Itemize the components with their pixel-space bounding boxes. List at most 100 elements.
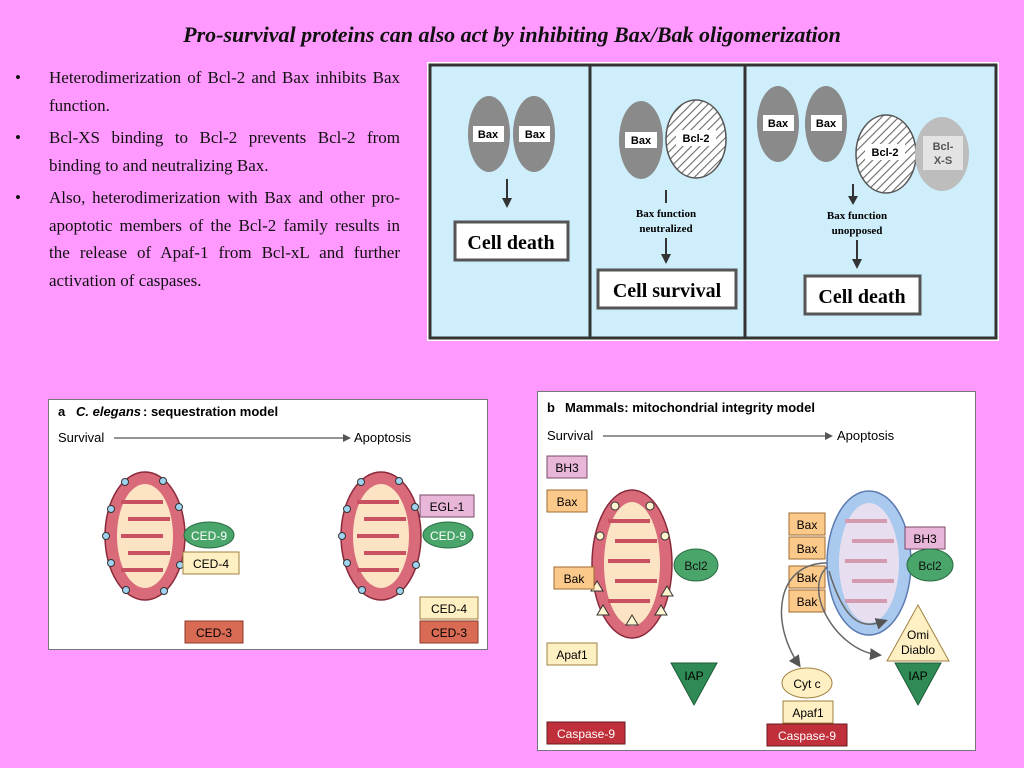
bax-label: Bax [797, 542, 818, 556]
ced9-label: CED-9 [191, 529, 227, 543]
bullet-text: Also, heterodimerization with Bax and ot… [49, 188, 400, 290]
ced4-box [419, 596, 479, 620]
caspase9-box [766, 723, 848, 747]
apoptosis-label: Apoptosis [837, 428, 895, 443]
release-arrow [817, 566, 882, 661]
bax-label: Bax [525, 129, 546, 141]
organism-name: C. elegans [76, 404, 141, 419]
panel-letter: b [547, 400, 555, 415]
model-name: : sequestration model [143, 404, 278, 419]
survival-label: Survival [547, 428, 593, 443]
bax-box [788, 536, 826, 560]
bullet-text: Heterodimerization of Bcl-2 and Bax inhi… [49, 68, 400, 115]
mammals-figure: b Mammals: mitochondrial integrity model… [537, 391, 976, 751]
bullet-text: Bcl-XS binding to Bcl-2 prevents Bcl-2 f… [49, 128, 400, 175]
mitochondrion-left [590, 489, 674, 639]
ced4-label: CED-4 [193, 557, 229, 571]
bak-label: Bak [797, 595, 819, 609]
release-arrow [780, 562, 828, 668]
bax-label: Bax [768, 118, 789, 130]
slide-title: Pro-survival proteins can also act by in… [183, 22, 841, 47]
bak-box [788, 589, 826, 613]
caspase9-label: Caspase-9 [557, 727, 615, 741]
protein-label-box [865, 144, 905, 160]
bclxs-label: X-S [934, 155, 952, 167]
outcome-cell-death: Cell death [467, 232, 554, 254]
bclxs-label: Bcl- [933, 141, 954, 153]
panel-1: Bax Bax Cell death [453, 96, 570, 262]
panel-3: Bax Bax Bcl-2 Bcl- X-S Bax function unop… [757, 86, 969, 316]
cytc-label: Cyt c [793, 677, 820, 691]
axis-arrow-head [343, 434, 351, 442]
c-elegans-figure: a C. elegans : sequestration model Survi… [48, 399, 488, 650]
bcl2-shape [906, 548, 954, 582]
bcl2-label: Bcl2 [684, 559, 708, 573]
iap-shape [894, 662, 942, 707]
arrow-head [661, 254, 671, 264]
arrow-head [848, 196, 858, 205]
cytc-shape [781, 667, 833, 699]
bak-box [553, 566, 595, 590]
apaf1-label: Apaf1 [792, 706, 824, 720]
ced3-box [184, 620, 244, 644]
note-line: neutralized [639, 223, 692, 235]
bak-label: Bak [564, 572, 586, 586]
panel-letter: a [58, 404, 66, 419]
outcome-box [453, 220, 570, 262]
ced3-label: CED-3 [196, 626, 232, 640]
axis-arrow-head [825, 432, 833, 440]
note-line: Bax function [636, 208, 696, 220]
bh3-label: BH3 [555, 461, 579, 475]
bax-label: Bax [797, 518, 818, 532]
ced9-shape [183, 521, 235, 549]
protein-label-box [811, 115, 842, 131]
bullet-item: • Also, heterodimerization with Bax and o… [14, 184, 400, 294]
outcome-cell-death: Cell death [818, 286, 905, 308]
model-name: Mammals: mitochondrial integrity model [565, 400, 815, 415]
protein-label-box [676, 130, 716, 146]
diablo-label: Diablo [901, 643, 935, 657]
omi-label: Omi [907, 628, 929, 642]
bullet-icon: • [15, 188, 21, 207]
bcl2-shape [673, 548, 719, 582]
bak-label: Bak [797, 571, 819, 585]
bax-bcl2-figure: Bax Bax Cell death Bax Bcl-2 Bax functio… [427, 62, 999, 341]
bax-label: Bax [631, 135, 652, 147]
outcome-box [803, 274, 922, 316]
arrow-head [852, 259, 862, 269]
bcl2-label: Bcl2 [918, 559, 942, 573]
ced9-label: CED-9 [430, 529, 466, 543]
apaf1-label: Apaf1 [556, 648, 588, 662]
bh3-box [546, 455, 588, 479]
outcome-box [596, 268, 738, 310]
iap-shape [670, 662, 718, 707]
bullet-icon: • [15, 68, 21, 87]
bh3-label: BH3 [913, 532, 937, 546]
ced9-shape [422, 521, 474, 549]
protein-label-box [473, 126, 504, 142]
apaf1-box [782, 700, 834, 724]
ced4-box [182, 551, 240, 575]
egl1-label: EGL-1 [430, 500, 465, 514]
bax-label: Bax [478, 129, 499, 141]
note-line: unopposed [832, 225, 883, 237]
omi-diablo-shape [886, 603, 950, 662]
bullet-icon: • [15, 128, 21, 147]
bax-box [546, 489, 588, 513]
bullet-item: • Bcl-XS binding to Bcl-2 prevents Bcl-2 … [14, 124, 400, 179]
apaf1-box [546, 642, 598, 666]
apoptosis-label: Apoptosis [354, 430, 412, 445]
bcl2-label: Bcl-2 [872, 147, 899, 159]
bax-box [788, 512, 826, 536]
protein-label-box [625, 132, 657, 148]
protein-label-box [519, 126, 550, 142]
ced3-box [419, 620, 479, 644]
panel-2: Bax Bcl-2 Bax function neutralized Cell … [596, 99, 738, 310]
mitochondrion-right-blue [826, 490, 912, 636]
bullet-item: • Heterodimerization of Bcl-2 and Bax inh… [14, 64, 400, 119]
survival-label: Survival [58, 430, 104, 445]
note-line: Bax function [827, 210, 887, 222]
arrow-head [502, 198, 512, 208]
mitochondrion-right [338, 471, 422, 601]
protein-label-box [763, 115, 794, 131]
